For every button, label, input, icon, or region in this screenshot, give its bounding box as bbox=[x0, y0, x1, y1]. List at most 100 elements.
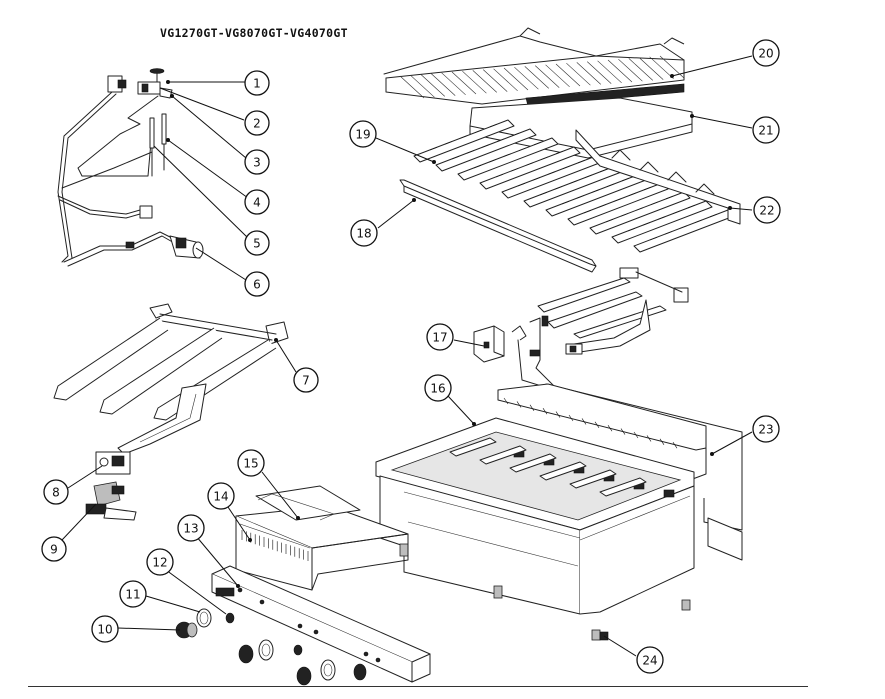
secondary-burner bbox=[473, 267, 689, 393]
callout-11: 11 bbox=[119, 580, 147, 608]
radiant-slot bbox=[488, 159, 497, 163]
vent-slot bbox=[659, 438, 665, 445]
bottom-divider bbox=[28, 686, 808, 687]
grate-bar bbox=[482, 69, 508, 92]
grate-bar bbox=[586, 61, 612, 84]
callout-13: 13 bbox=[177, 514, 205, 542]
vent-slot bbox=[503, 397, 509, 405]
heat-deflector bbox=[399, 179, 597, 273]
radiant-slot bbox=[621, 177, 630, 182]
radiant-tray bbox=[255, 485, 361, 521]
radiant-slot bbox=[444, 141, 453, 145]
grate-bar bbox=[638, 57, 664, 80]
radiant-slot bbox=[605, 219, 614, 223]
radiant-slot bbox=[642, 222, 651, 226]
callout-20: 20 bbox=[752, 39, 780, 67]
radiant-slot bbox=[525, 162, 534, 166]
leader-lines bbox=[61, 55, 753, 657]
radiant-slot bbox=[466, 150, 475, 154]
svg-text:17: 17 bbox=[432, 331, 447, 345]
radiant-slot bbox=[679, 225, 688, 229]
callout-22: 22 bbox=[753, 196, 781, 224]
radiant-slot bbox=[489, 123, 498, 128]
grate-bar bbox=[524, 66, 550, 89]
svg-text:6: 6 bbox=[253, 278, 261, 292]
vent-slot bbox=[516, 401, 522, 408]
radiant-slot bbox=[643, 186, 652, 191]
top-grate bbox=[383, 27, 685, 105]
callout-9: 9 bbox=[41, 536, 67, 562]
grate-bar bbox=[451, 71, 477, 95]
radiant-slot bbox=[583, 210, 592, 214]
svg-text:10: 10 bbox=[97, 623, 112, 637]
radiant-slot bbox=[540, 156, 549, 160]
callout-6: 6 bbox=[244, 271, 270, 297]
pilot-thermocouple-assembly bbox=[57, 68, 204, 267]
svg-text:12: 12 bbox=[152, 556, 167, 570]
svg-text:8: 8 bbox=[52, 486, 60, 500]
radiant-slot bbox=[569, 180, 578, 184]
radiant-slot bbox=[635, 207, 644, 211]
grate-bar bbox=[399, 75, 425, 99]
control-panel bbox=[211, 565, 431, 683]
radiants bbox=[413, 119, 735, 253]
radiant-slot bbox=[628, 192, 637, 196]
svg-text:9: 9 bbox=[50, 543, 58, 557]
radiant-slot bbox=[599, 168, 608, 173]
grate-bar bbox=[555, 63, 581, 87]
svg-text:22: 22 bbox=[759, 204, 774, 218]
callout-2: 2 bbox=[244, 110, 270, 136]
grate-bar bbox=[618, 58, 643, 82]
radiant-slot bbox=[687, 204, 696, 209]
vent-slot bbox=[620, 428, 626, 435]
svg-text:21: 21 bbox=[758, 124, 773, 138]
burner-slot bbox=[449, 437, 497, 457]
radiant-slot bbox=[562, 165, 571, 169]
grate-bar bbox=[472, 70, 498, 93]
grate-bar bbox=[410, 74, 435, 98]
svg-text:2: 2 bbox=[253, 117, 261, 131]
radiant-slot bbox=[481, 144, 490, 148]
grate-edge bbox=[525, 83, 685, 107]
callout-23: 23 bbox=[752, 415, 780, 443]
radiant-slot bbox=[429, 147, 438, 151]
radiant-slot bbox=[533, 141, 542, 146]
radiant-slot bbox=[518, 147, 527, 151]
grate-bar bbox=[462, 70, 487, 94]
vent-slot bbox=[555, 411, 561, 418]
tray-teeth bbox=[241, 530, 309, 561]
grate-bars bbox=[399, 55, 685, 107]
radiant-slot bbox=[539, 192, 548, 196]
svg-text:20: 20 bbox=[758, 47, 773, 61]
radiant-slot bbox=[650, 201, 659, 205]
main-body bbox=[375, 383, 743, 641]
svg-text:4: 4 bbox=[253, 196, 261, 210]
callout-24: 24 bbox=[636, 646, 664, 674]
radiant-slot bbox=[547, 171, 556, 175]
radiant-slot bbox=[451, 156, 460, 160]
callout-3: 3 bbox=[244, 149, 270, 175]
radiant-slot bbox=[657, 216, 666, 220]
grate-bar bbox=[514, 66, 539, 90]
callout-18: 18 bbox=[350, 219, 378, 247]
radiant-slot bbox=[613, 198, 622, 202]
svg-text:15: 15 bbox=[243, 457, 258, 471]
rack-bracket bbox=[575, 129, 741, 225]
svg-text:13: 13 bbox=[183, 522, 198, 536]
burner-slot bbox=[509, 453, 557, 473]
svg-text:23: 23 bbox=[758, 423, 773, 437]
callout-12: 12 bbox=[146, 548, 174, 576]
svg-text:11: 11 bbox=[125, 588, 140, 602]
radiant-slot bbox=[665, 195, 674, 200]
grate-bar bbox=[566, 62, 591, 86]
model-numbers-title: VG1270GT-VG8070GT-VG4070GT bbox=[160, 26, 348, 40]
grate-bar bbox=[576, 62, 602, 85]
callout-17: 17 bbox=[426, 323, 454, 351]
grate-bar bbox=[597, 60, 622, 84]
radiant-slot bbox=[532, 177, 541, 181]
radiant-slot bbox=[577, 159, 586, 164]
svg-text:5: 5 bbox=[253, 237, 261, 251]
vent-slot bbox=[672, 442, 678, 449]
radiant-slot bbox=[591, 189, 600, 193]
